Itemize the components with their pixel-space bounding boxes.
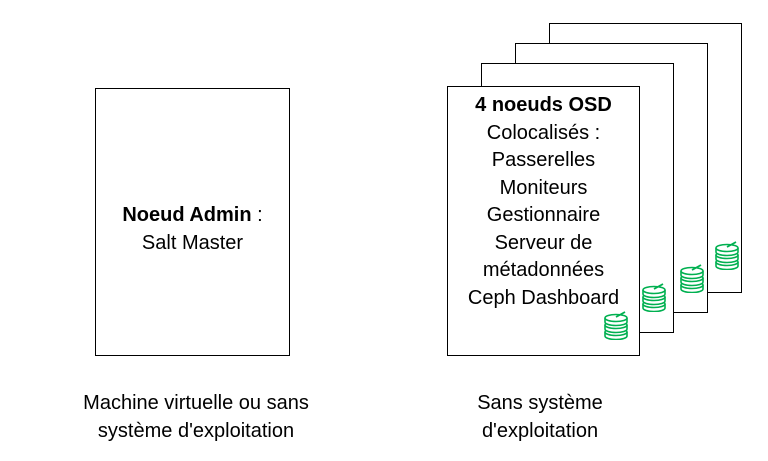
osd-line-dashboard: Ceph Dashboard — [467, 286, 620, 309]
osd-line-monitors: Moniteurs — [499, 176, 588, 199]
osd-node-card-1: 4 noeuds OSD Colocalisés : Passerelles M… — [447, 86, 640, 356]
disk-stack-icon — [641, 282, 667, 312]
admin-node-title: Noeud Admin — [122, 204, 252, 226]
admin-node-box: Noeud Admin : Salt Master — [95, 88, 290, 356]
osd-nodes-caption: Sans système d'exploitation — [420, 389, 660, 445]
osd-caption-line-1: Sans système — [477, 392, 603, 414]
osd-node-label: 4 noeuds OSD Colocalisés : Passerelles M… — [448, 92, 639, 312]
osd-line-mds-1: Serveur de — [494, 231, 593, 254]
osd-caption-line-2: d'exploitation — [481, 420, 599, 442]
admin-node-caption: Machine virtuelle ou sans système d'expl… — [40, 389, 352, 445]
disk-stack-icon — [714, 240, 740, 270]
disk-stack-icon — [603, 310, 629, 340]
admin-node-title-suffix: : — [251, 204, 263, 226]
osd-line-gateways: Passerelles — [491, 149, 596, 171]
osd-line-colocated: Colocalisés : — [486, 121, 601, 144]
admin-caption-line-1: Machine virtuelle ou sans — [83, 392, 309, 414]
osd-line-manager: Gestionnaire — [486, 204, 601, 226]
osd-node-title: 4 noeuds OSD — [475, 94, 612, 116]
admin-node-role: Salt Master — [141, 232, 244, 254]
disk-stack-icon — [679, 263, 705, 293]
admin-caption-line-2: système d'exploitation — [97, 420, 295, 442]
osd-line-mds-2: métadonnées — [482, 259, 605, 281]
admin-node-label: Noeud Admin : Salt Master — [96, 201, 289, 257]
